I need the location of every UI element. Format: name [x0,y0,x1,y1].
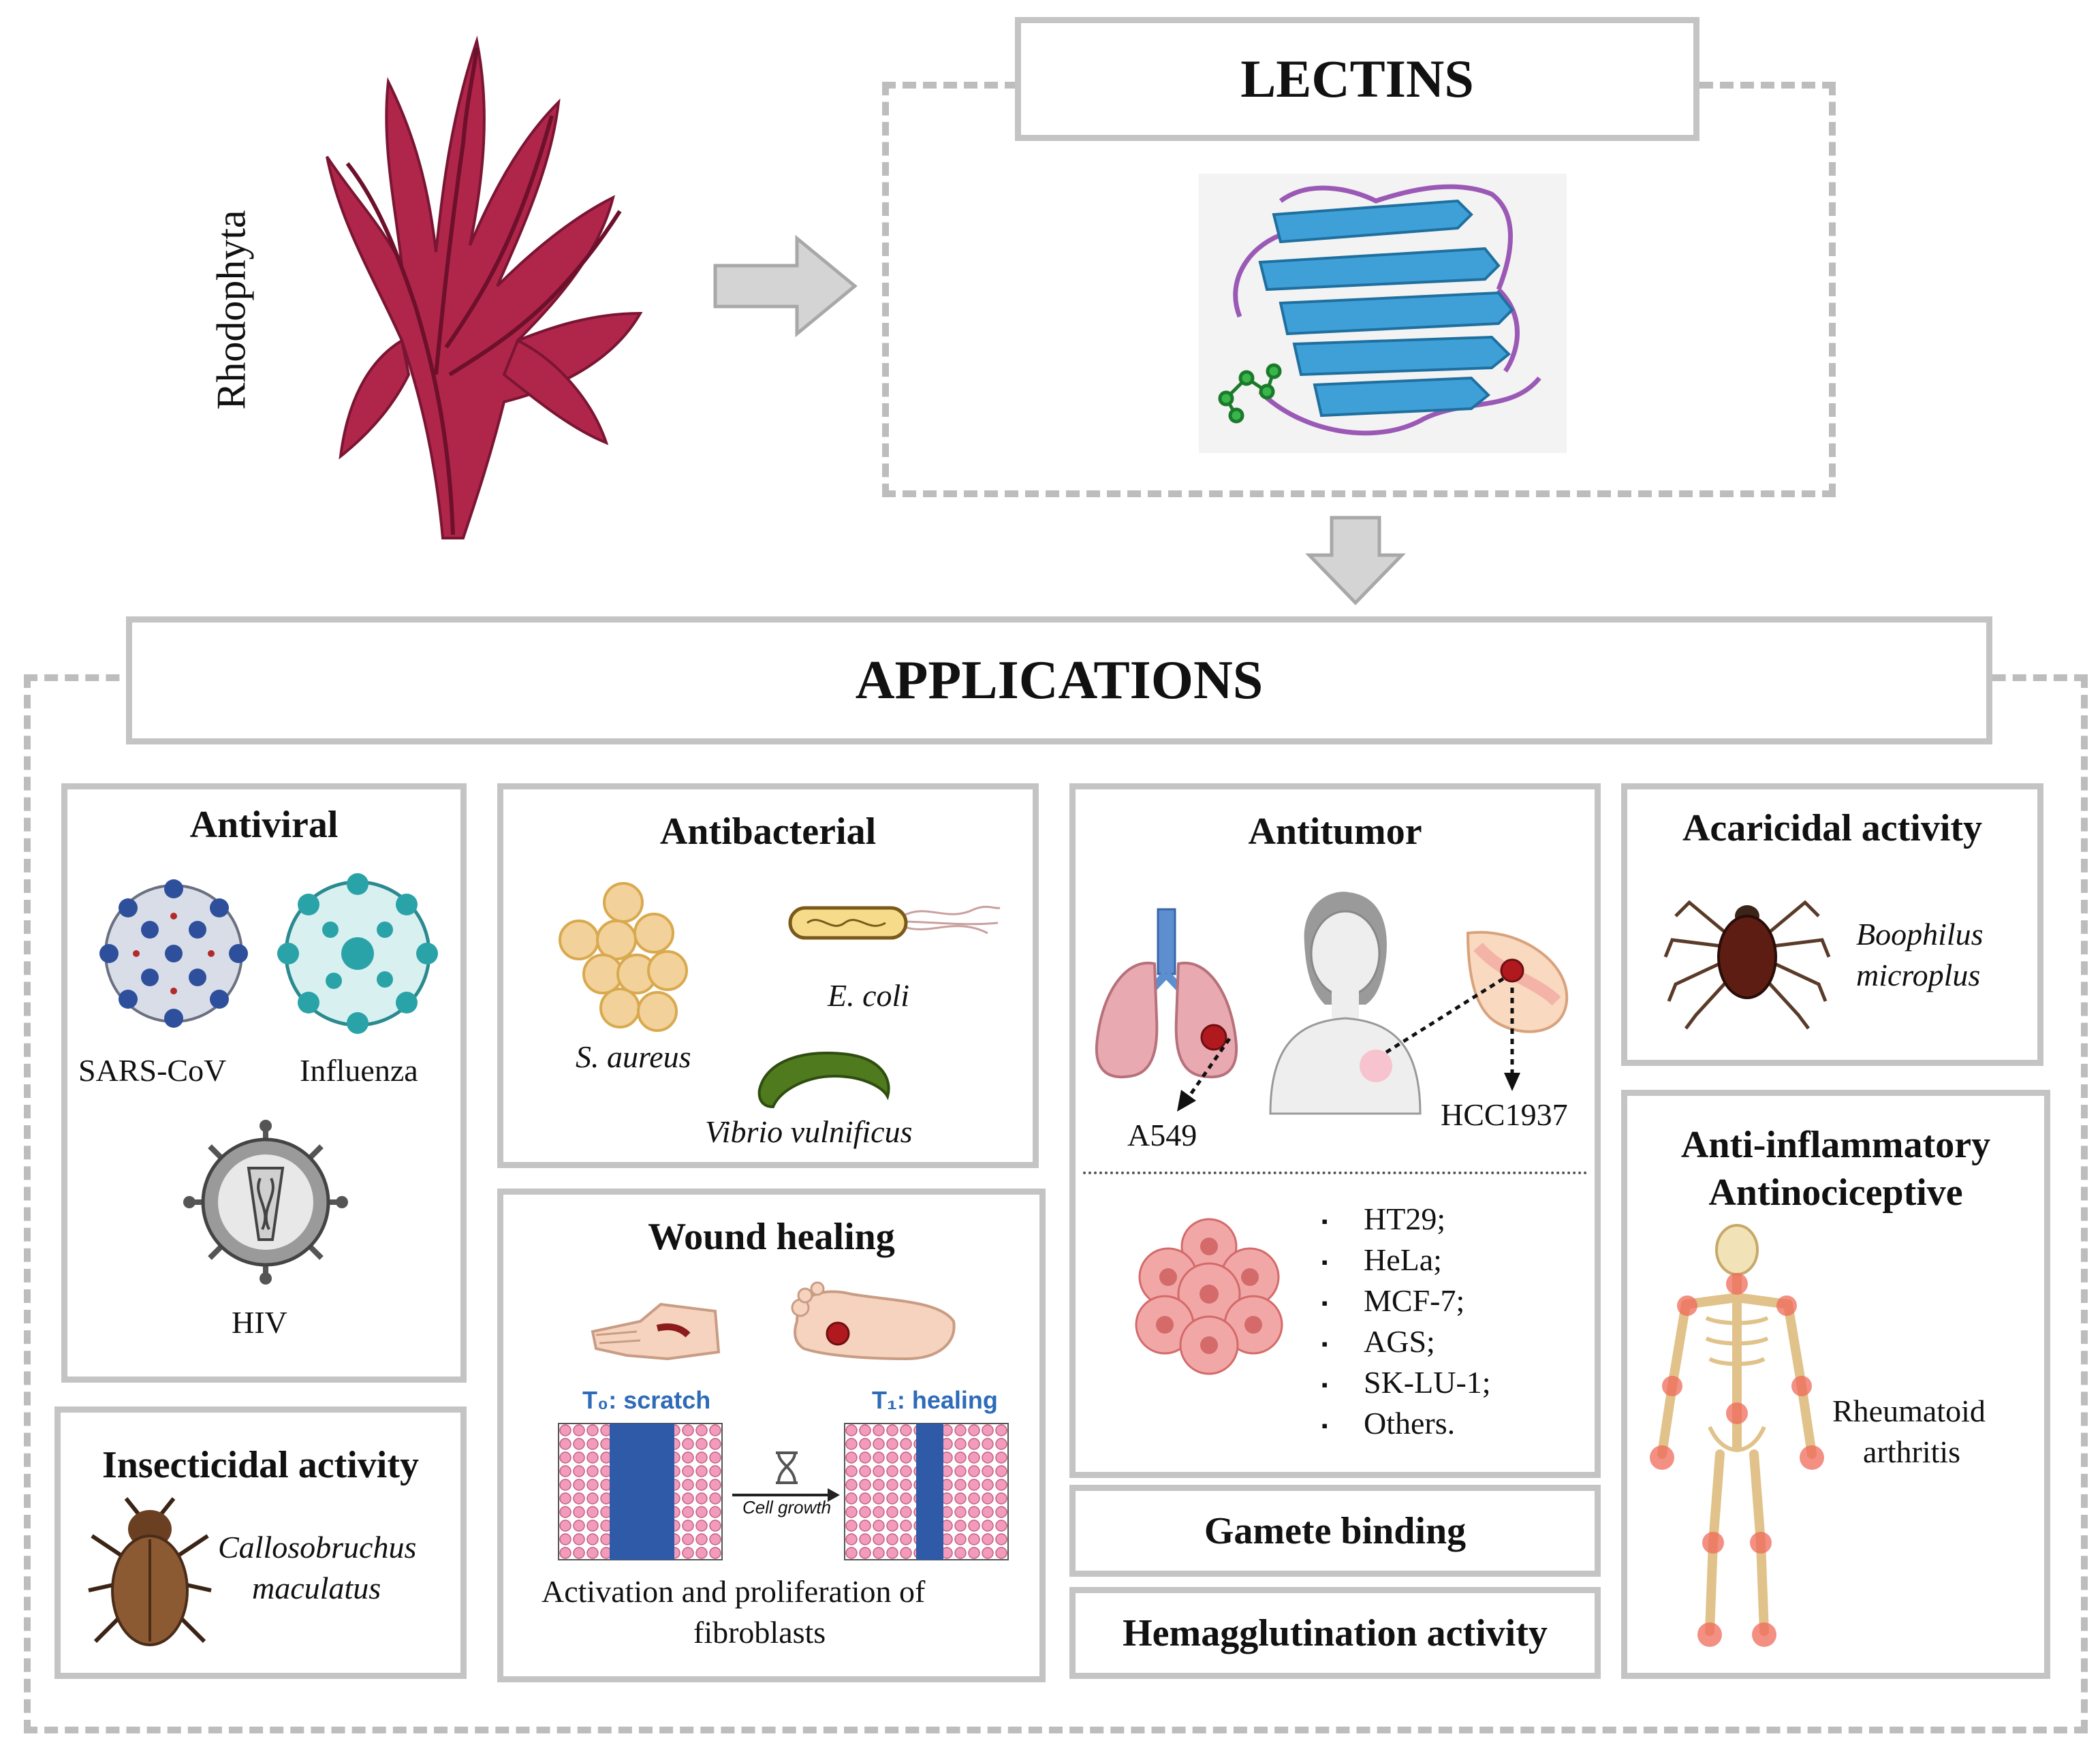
hcc1937-label: HCC1937 [1441,1097,1568,1132]
hiv-label: HIV [232,1305,287,1340]
antiviral-title: Antiviral [189,804,339,846]
tumor-cell-cluster-icon [1135,1218,1283,1375]
s-aureus-label: S. aureus [576,1039,691,1074]
wounded-hand-icon [591,1302,721,1361]
hemagglutination-panel: Hemagglutination activity [1069,1587,1601,1679]
scratch-assay-t0-icon [558,1423,723,1560]
e-coli-bacterium-icon [788,905,1001,940]
gamete-binding-panel: Gamete binding [1069,1485,1601,1577]
rhodophyta-label: Rhodophyta [208,210,254,410]
acaricidal-title: Acaricidal activity [1682,807,1983,849]
hourglass-icon [776,1451,798,1484]
hemagglutination-title: Hemagglutination activity [1123,1612,1548,1654]
anti-inflammatory-title-line1: Anti-inflammatory [1680,1124,1991,1166]
cell-line-item: HT29; [1321,1199,1491,1240]
a549-pointer-arrow-icon [1177,1037,1232,1112]
antitumor-divider [1083,1172,1587,1174]
applications-title-box: APPLICATIONS [126,616,1992,744]
sars-cov-virus-icon [99,879,248,1028]
insecticidal-species-line2: maculatus [252,1571,381,1605]
t1-healing-label: T₁: healing [872,1386,998,1414]
cell-line-item: MCF-7; [1321,1280,1491,1321]
wound-healing-title: Wound healing [648,1216,895,1258]
cell-line-item: AGS; [1321,1321,1491,1362]
sars-cov-label: SARS-CoV [78,1053,227,1088]
insecticidal-panel: Insecticidal activity [54,1406,467,1679]
wound-healing-caption-line1: Activation and proliferation of [542,1574,926,1609]
vibrio-vulnificus-label: Vibrio vulnificus [705,1114,913,1149]
cell-growth-arrow-icon [732,1488,840,1502]
red-seaweed-icon [326,35,643,539]
breast-tissue-icon [1466,930,1569,1033]
insecticidal-species-line1: Callosobruchus [218,1530,417,1565]
arrow-down-icon [1305,516,1406,606]
weevil-beetle-icon [88,1497,212,1646]
lectins-title-box: LECTINS [1015,17,1699,141]
t0-scratch-label: T₀: scratch [582,1386,711,1414]
wound-healing-caption-line2: fibroblasts [693,1615,826,1650]
tick-icon [1663,900,1831,1030]
influenza-label: Influenza [300,1053,418,1088]
hiv-virus-icon [183,1120,348,1285]
cell-line-item: HeLa; [1321,1240,1491,1280]
insecticidal-title: Insecticidal activity [101,1444,420,1486]
cell-line-item: SK-LU-1; [1321,1362,1491,1403]
anti-inflammatory-title-line2: Antinociceptive [1708,1172,1963,1214]
tumor-cell-line-list: HT29; HeLa; MCF-7; AGS; SK-LU-1; Others. [1321,1199,1491,1444]
applications-title: APPLICATIONS [855,650,1264,710]
a549-label: A549 [1127,1118,1197,1152]
e-coli-label: E. coli [828,978,910,1013]
anti-inflammatory-panel: Anti-inflammatory Antinociceptive [1621,1090,2050,1679]
antibacterial-title: Antibacterial [659,811,877,853]
wounded-foot-icon [791,1281,956,1361]
staphylococcus-aureus-icon [559,882,688,1032]
rheumatoid-arthritis-label-line1: Rheumatoid [1832,1394,1986,1428]
cell-growth-label: Cell growth [742,1497,832,1518]
scratch-assay-t1-icon [844,1423,1009,1560]
vibrio-vulnificus-icon [757,1051,890,1109]
rheumatoid-arthritis-label-line2: arthritis [1863,1434,1961,1469]
lectin-protein-structure-icon [1199,174,1567,453]
acaricidal-species-line2: microplus [1856,958,1981,992]
arrow-right-icon [713,234,858,338]
antitumor-title: Antitumor [1248,811,1422,853]
skeleton-joints-icon [1650,1224,1824,1647]
hcc1937-pointer-arrows-icon [1385,975,1520,1091]
lectins-title: LECTINS [1240,49,1474,108]
gamete-binding-title: Gamete binding [1204,1509,1467,1552]
woman-patient-icon [1269,892,1422,1115]
acaricidal-species-line1: Boophilus [1856,917,1984,952]
cell-line-item: Others. [1321,1403,1491,1444]
influenza-virus-icon [277,873,438,1034]
